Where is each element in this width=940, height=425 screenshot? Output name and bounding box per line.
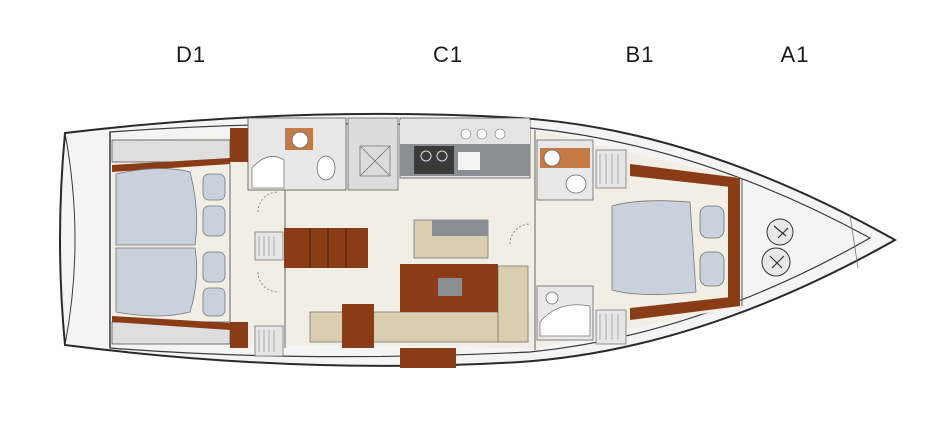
anchor-locker: [741, 178, 859, 306]
galley: [399, 117, 531, 179]
zone-label-c1: C1: [432, 42, 464, 67]
zone-label-d1: D1: [175, 42, 207, 67]
salon: [309, 219, 529, 368]
aft-head: [247, 117, 399, 191]
bed-aft-port: [115, 168, 198, 246]
aft-steps: [254, 191, 284, 357]
aft-cabins: [111, 128, 286, 348]
zone-label-b1: B1: [625, 42, 655, 67]
bed-forward: [611, 200, 697, 295]
zone-label-a1: A1: [780, 42, 810, 67]
forward-cabin: [595, 148, 740, 345]
forward-heads: [536, 139, 594, 341]
bed-aft-starboard: [115, 247, 198, 317]
companionway-stairs: [284, 228, 368, 268]
